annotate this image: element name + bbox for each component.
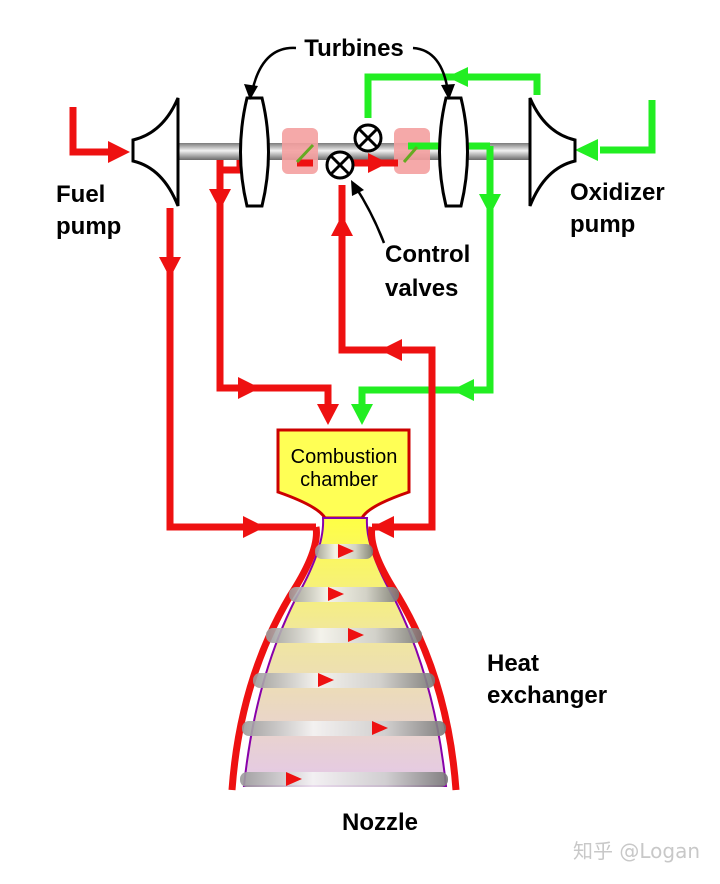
oxidizer-pump-label-line1: Oxidizer — [570, 179, 665, 206]
turbine-left — [239, 96, 270, 208]
heat-tube — [289, 587, 399, 602]
control-valves-label-line1: Control — [385, 241, 470, 268]
turbine-right — [438, 96, 469, 208]
heat-exchanger-label-line2: exchanger — [487, 682, 607, 709]
fuel-lines — [69, 107, 436, 531]
fuel-pump-label-line2: pump — [56, 213, 121, 240]
oxidizer-pump-label-line2: pump — [570, 211, 635, 238]
oxidizer-arrows — [351, 67, 598, 425]
combustion-label-line1: Combustion — [291, 446, 398, 468]
heat-tube — [240, 772, 448, 787]
control-valve-top — [353, 123, 383, 153]
heat-exchanger-arrows — [286, 544, 388, 786]
watermark: 知乎 @Logan — [573, 839, 700, 863]
turbines-label: Turbines — [304, 35, 404, 62]
fuel-pump-impeller — [131, 97, 180, 207]
nozzle-wall-left — [228, 526, 320, 791]
valve-highlight-left — [282, 128, 318, 174]
heat-exchanger-label-line1: Heat — [487, 650, 539, 677]
oxidizer-pump-impeller — [528, 97, 577, 207]
combustion-label-line2: chamber — [300, 469, 378, 491]
control-valves-label-line2: valves — [385, 275, 458, 302]
fuel-pump-label-line1: Fuel — [56, 181, 105, 208]
heat-tube — [266, 628, 422, 643]
fuel-arrows — [108, 141, 402, 538]
control-valve-bottom — [325, 150, 355, 180]
valve-link-left — [295, 143, 315, 164]
valve-link-right — [402, 146, 419, 163]
pointer-arrowheads — [244, 84, 455, 196]
heat-tube — [242, 721, 446, 736]
nozzle-label: Nozzle — [342, 809, 418, 836]
nozzle-wall-right — [368, 526, 460, 791]
heat-tube — [253, 673, 435, 688]
